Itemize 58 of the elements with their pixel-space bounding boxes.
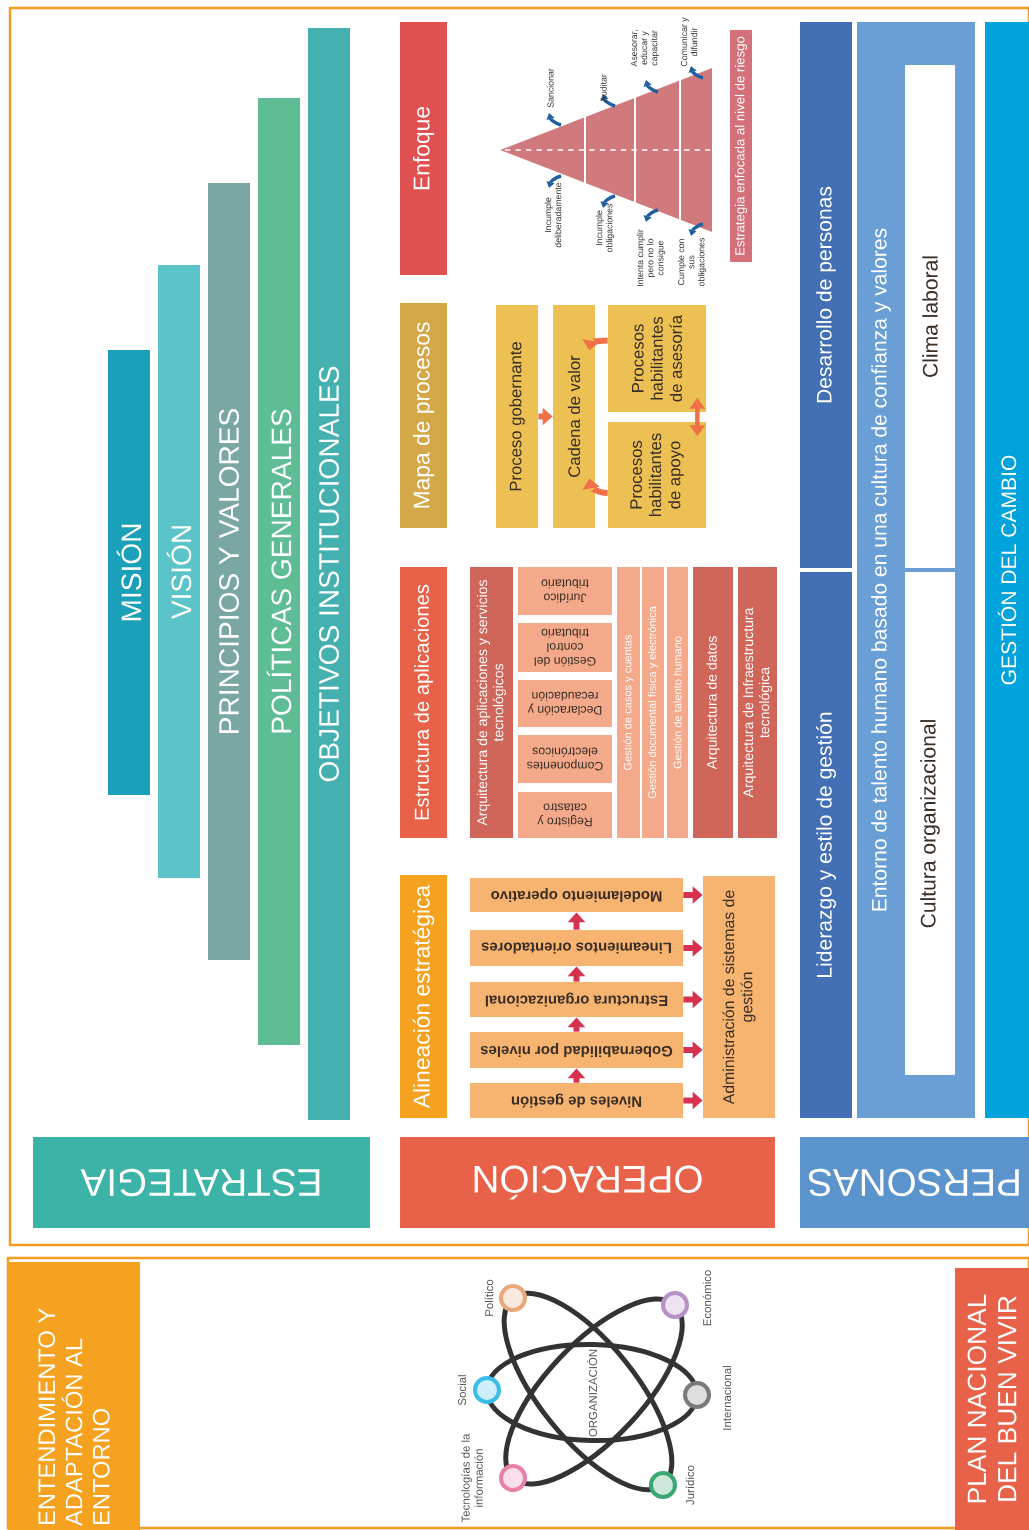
column-header: Alineación estratégica [400, 875, 447, 1118]
node-label: Gestión de casos y cuentas [623, 634, 634, 770]
center-label: ORGANIZACIÓN [587, 1349, 597, 1437]
process-box: Estructura organizacional [470, 982, 683, 1017]
architecture-box: Arquitectura de Infraestructura tecnológica [738, 567, 777, 838]
factor-label: Tecnologías de la información [461, 1433, 483, 1523]
process-box: Procesos habilitantes de asesoría [608, 305, 706, 412]
column-header: Estructura de aplicaciones [400, 567, 447, 838]
module-box: Jurídico tributario [518, 567, 612, 615]
module-box: Gestión de talento humano [667, 567, 688, 838]
process-box: Lineamientos orientadores [470, 930, 683, 966]
risk-label: Comunicar y difundir [680, 17, 698, 67]
module-box: Componentes electrónicos [518, 735, 612, 783]
section-header: ESTRATEGIA [33, 1137, 370, 1228]
section-header: PERSONAS [800, 1137, 1029, 1228]
risk-label: Incumple deliberadamente [544, 182, 562, 248]
node-label: Gestión documental física y electrónica [647, 606, 659, 799]
process-box: Gobernabilidad por niveles [470, 1032, 683, 1068]
pyramid-bar: PRINCIPIOS Y VALORES [208, 183, 250, 960]
strategy-banner: Estrategia enfocada al nivel de riesgo [730, 30, 752, 262]
module-box: Gestión documental física y electrónica [642, 567, 664, 838]
process-box: Modelamiento operativo [470, 878, 683, 912]
section-header: ENTENDIMIENTO Y ADAPTACIÓN AL ENTORNO [8, 1262, 140, 1530]
text-box: Clima laboral [905, 65, 955, 568]
factor-label: Político [484, 1279, 494, 1316]
architecture-box: Arquitectura de aplicaciones y servicios tecnológicos [470, 567, 513, 838]
text-box: Cultura organizacional [905, 572, 955, 1075]
module-box: Gestión de casos y cuentas [617, 567, 640, 838]
risk-label: Asesorar, educar y capacitar [631, 30, 660, 67]
process-box: Procesos habilitantes de apoyo [608, 422, 706, 528]
risk-label: Incumple obligaciones [595, 203, 615, 253]
column-header: Enfoque [400, 22, 447, 275]
risk-label: Auditar [600, 74, 607, 102]
pyramid-bar: MISIÓN [108, 350, 150, 795]
factor-label: Jurídico [685, 1465, 695, 1505]
band: Liderazgo y estilo de gestión [800, 572, 852, 1118]
process-box: Cadena de valor [553, 305, 595, 528]
pyramid-bar: VISIÓN [158, 265, 200, 878]
module-box: Registro y catastro [518, 792, 612, 838]
band: Desarrollo de personas [800, 22, 852, 568]
module-box: Gestión del control tributario [518, 623, 612, 672]
process-box: Proceso gobernante [496, 305, 538, 528]
pyramid-bar: POLÍTICAS GENERALES [258, 98, 300, 1045]
architecture-box: Arquitectura de datos [693, 567, 733, 838]
risk-label: Sancionar [547, 68, 554, 108]
risk-label: Intenta cumplir pero no lo consigue [636, 229, 666, 286]
band: GESTIÓN DEL CAMBIO [985, 22, 1029, 1118]
factor-label: Social [457, 1375, 467, 1406]
factor-label: Internacional [722, 1366, 732, 1430]
section-header: OPERACIÓN [400, 1137, 775, 1228]
module-box: Declaración y recaudación [518, 680, 612, 727]
risk-label: Cumple con sus obligaciones [677, 237, 707, 287]
process-box: Niveles de gestión [470, 1083, 683, 1118]
process-box: Administración de sistemas de gestión [703, 876, 775, 1118]
pyramid-bar: OBJETIVOS INSTITUCIONALES [308, 28, 350, 1120]
column-header: Mapa de procesos [400, 303, 447, 528]
factor-label: Económico [702, 1270, 712, 1326]
section-header: PLAN NACIONAL DEL BUEN VIVIR [955, 1268, 1029, 1530]
